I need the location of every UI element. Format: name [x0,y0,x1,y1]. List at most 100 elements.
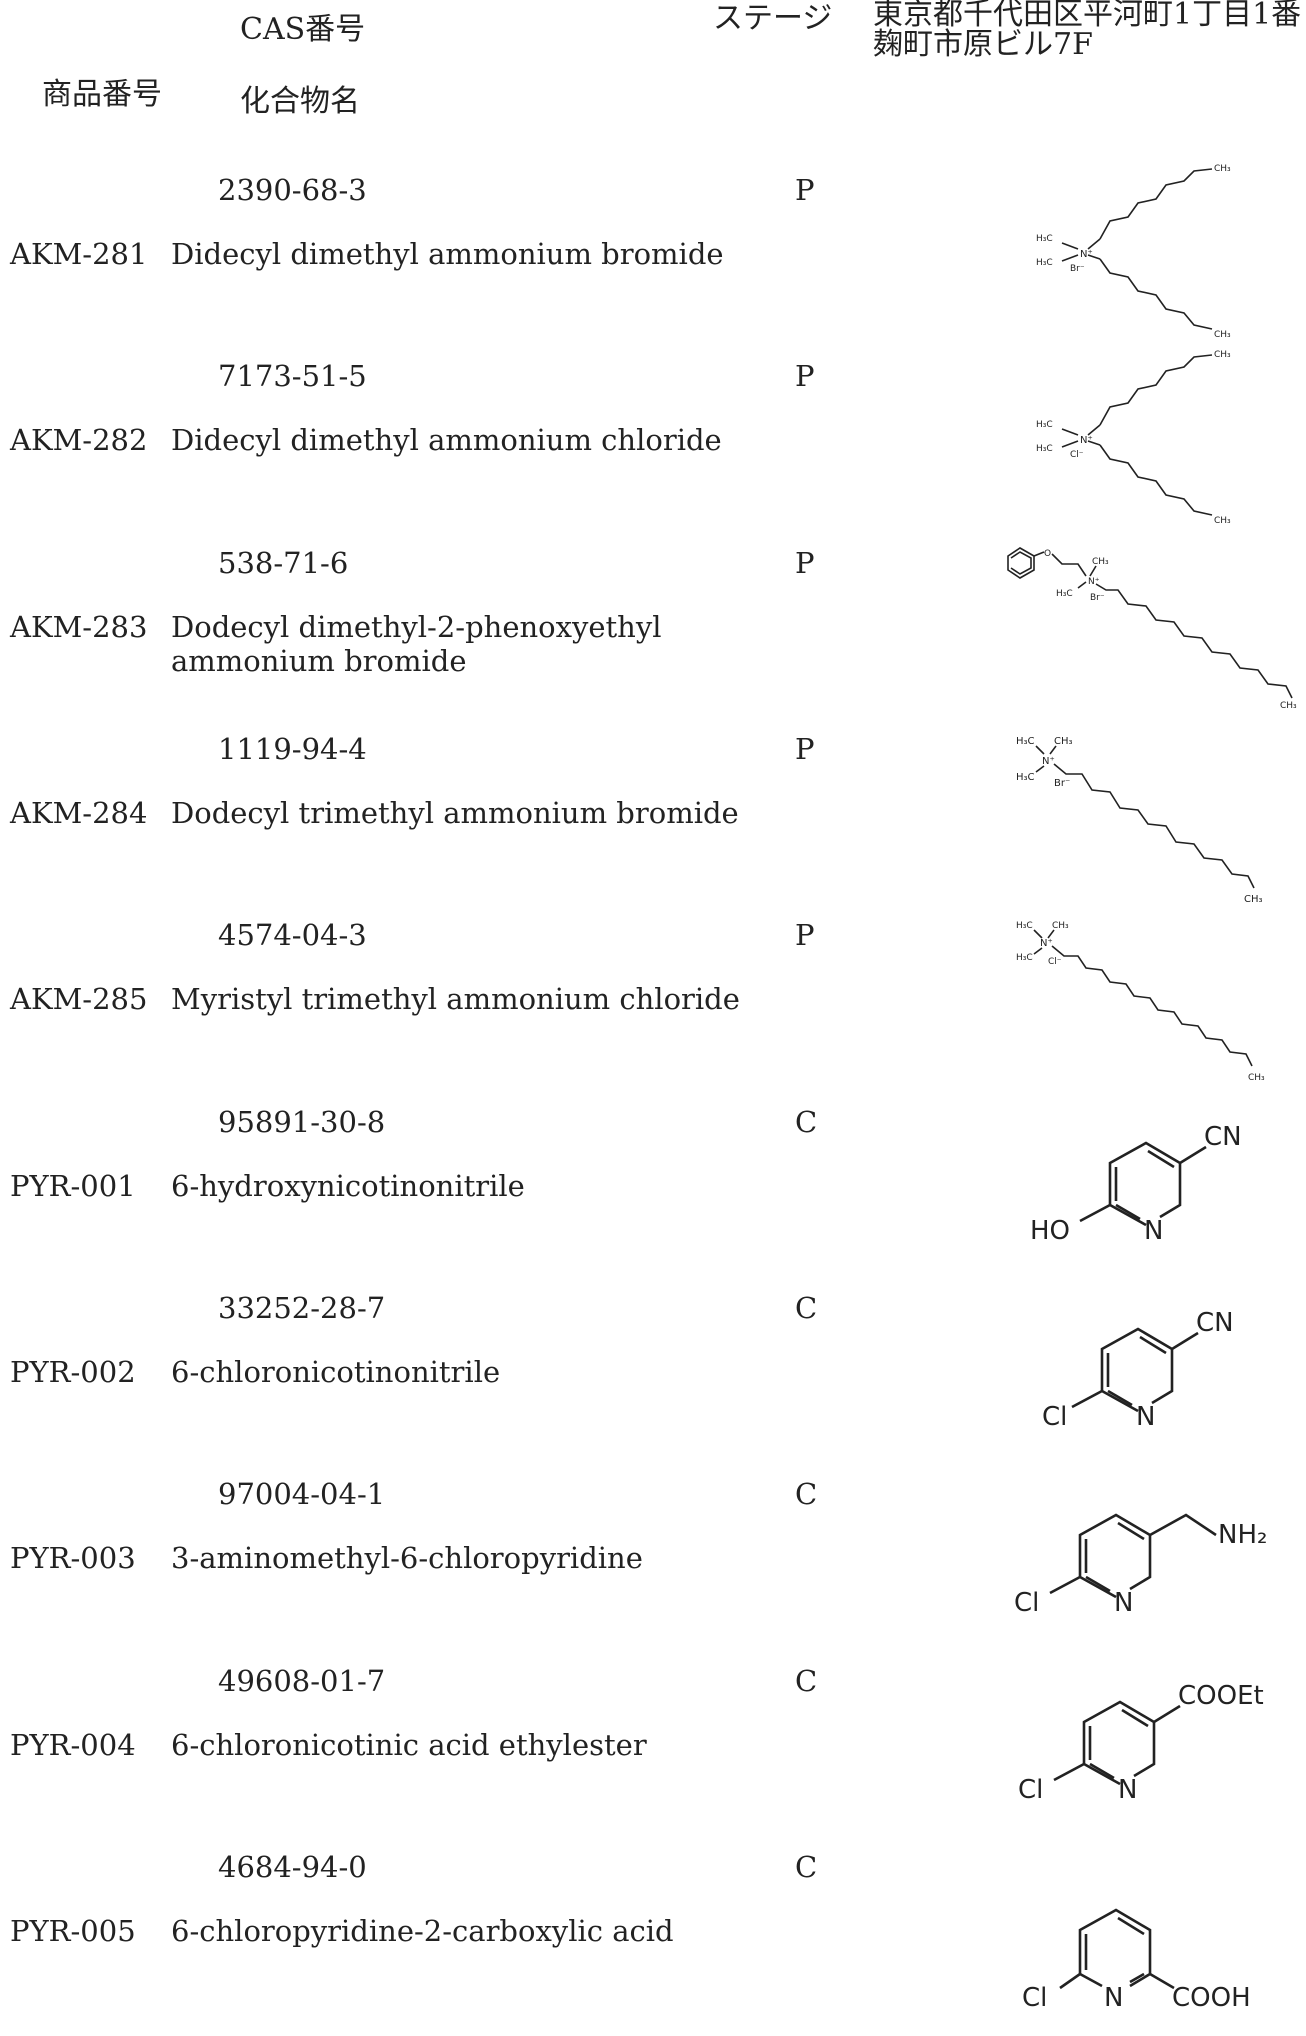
svg-text:Br⁻: Br⁻ [1070,264,1085,274]
product-code: PYR-003 [10,1541,136,1575]
compound-name: Dodecyl dimethyl-2-phenoxyethyl ammonium… [171,610,662,678]
svg-text:Cl: Cl [1022,1983,1047,2013]
svg-text:CN: CN [1204,1122,1242,1152]
structure-image-myristyl-trimethyl-chloride: H₃C CH₃ H₃C N⁺ Cl⁻ CH₃ [1016,921,1265,1083]
svg-text:CH₃: CH₃ [1214,330,1231,340]
code-column-header: 商品番号 [42,77,162,112]
svg-text:Br⁻: Br⁻ [1054,778,1070,789]
stage-value: P [795,173,815,207]
svg-text:CH₃: CH₃ [1214,350,1231,360]
svg-text:CH₃: CH₃ [1054,736,1073,747]
table-row: 4574-04-3 P AKM-285 Myristyl trimethyl a… [0,918,1306,1104]
svg-text:H₃C: H₃C [1036,444,1053,454]
svg-text:HO: HO [1030,1216,1070,1246]
product-code: AKM-282 [10,423,148,457]
svg-text:Cl: Cl [1018,1775,1043,1805]
stage-value: C [795,1477,818,1511]
stage-value: P [795,546,815,580]
cas-number: 97004-04-1 [218,1477,386,1511]
compound-name: Didecyl dimethyl ammonium bromide [171,237,724,271]
cas-number: 95891-30-8 [218,1105,386,1139]
cas-number: 538-71-6 [218,546,349,580]
structure-image-didecyl-bromide: N⁺ H₃C H₃C Br⁻ CH₃ CH₃ [1036,164,1231,340]
svg-text:Cl: Cl [1042,1402,1067,1432]
svg-text:CH₃: CH₃ [1214,164,1231,174]
structure-image-dodecyl-trimethyl-bromide: H₃C CH₃ H₃C N⁺ Br⁻ CH₃ [1016,736,1263,905]
product-code: PYR-004 [10,1728,136,1762]
svg-text:Cl⁻: Cl⁻ [1070,450,1084,460]
svg-text:Cl: Cl [1014,1588,1039,1618]
cas-number: 4684-94-0 [218,1850,367,1884]
table-row: 2390-68-3 P AKM-281 Didecyl dimethyl amm… [0,164,1306,359]
svg-text:CH₃: CH₃ [1244,894,1263,905]
svg-text:CH₃: CH₃ [1280,701,1297,711]
svg-text:H₃C: H₃C [1016,736,1035,747]
structure-image-chloronicotinonitrile: CN Cl N [1042,1308,1234,1432]
cas-number: 49608-01-7 [218,1664,386,1698]
stage-value: C [795,1291,818,1325]
cas-number: 1119-94-4 [218,732,367,766]
stage-column-header: ステージ [713,1,833,36]
stage-value: C [795,1850,818,1884]
product-code: AKM-284 [10,796,148,830]
structure-image-chloronicotinic-ethylester: COOEt Cl N [1018,1681,1264,1805]
svg-text:COOH: COOH [1172,1983,1251,2013]
stage-value: P [795,918,815,952]
svg-text:COOEt: COOEt [1178,1681,1264,1711]
svg-text:N: N [1104,1983,1123,2013]
structure-image-didecyl-chloride: N⁺ H₃C H₃C Cl⁻ CH₃ CH₃ [1036,350,1231,526]
compound-name: 6-chloronicotinonitrile [171,1355,501,1389]
svg-text:N: N [1114,1588,1133,1618]
compound-name: 3-aminomethyl-6-chloropyridine [171,1541,643,1575]
table-row: 95891-30-8 C PYR-001 6-hydroxynicotinoni… [0,1105,1306,1291]
table-row: 33252-28-7 C PYR-002 6-chloronicotinonit… [0,1291,1306,1477]
svg-text:CN: CN [1196,1308,1234,1338]
cas-column-header: CAS番号 [240,12,366,47]
svg-text:H₃C: H₃C [1036,420,1053,430]
product-code: AKM-283 [10,610,148,644]
compound-name: 6-hydroxynicotinonitrile [171,1169,525,1203]
svg-text:N: N [1118,1775,1137,1805]
company-address: 東京都千代田区平河町1丁目1番 麹町市原ビル7F [873,0,1302,60]
svg-text:CH₃: CH₃ [1092,557,1109,567]
table-row: 7173-51-5 P AKM-282 Didecyl dimethyl amm… [0,350,1306,545]
svg-text:N: N [1144,1216,1163,1246]
structure-image-aminomethyl-chloropyridine: NH₂ Cl N [1014,1513,1267,1618]
cas-number: 7173-51-5 [218,359,367,393]
compound-name: Didecyl dimethyl ammonium chloride [171,423,722,457]
svg-text:H₃C: H₃C [1016,953,1033,963]
svg-text:NH₂: NH₂ [1218,1520,1267,1550]
svg-text:CH₃: CH₃ [1214,516,1231,526]
table-row: 97004-04-1 C PYR-003 3-aminomethyl-6-chl… [0,1477,1306,1663]
svg-text:H₃C: H₃C [1036,234,1053,244]
svg-text:CH₃: CH₃ [1248,1073,1265,1083]
structure-image-chloropyridine-carboxylic-acid: COOH Cl N [1022,1908,1251,2013]
svg-text:N⁺: N⁺ [1080,435,1093,446]
svg-text:Br⁻: Br⁻ [1090,593,1105,603]
compound-name: 6-chloronicotinic acid ethylester [171,1728,647,1762]
product-code: PYR-005 [10,1914,136,1948]
table-row: 1119-94-4 P AKM-284 Dodecyl trimethyl am… [0,732,1306,918]
stage-value: C [795,1105,818,1139]
cas-number: 4574-04-3 [218,918,367,952]
table-row: 538-71-6 P AKM-283 Dodecyl dimethyl-2-ph… [0,546,1306,732]
stage-value: P [795,359,815,393]
table-row: 49608-01-7 C PYR-004 6-chloronicotinic a… [0,1664,1306,1850]
svg-text:H₃C: H₃C [1016,921,1033,931]
stage-value: P [795,732,815,766]
product-code: PYR-002 [10,1355,136,1389]
svg-text:H₃C: H₃C [1016,772,1035,783]
compound-name: 6-chloropyridine-2-carboxylic acid [171,1914,674,1948]
product-code: PYR-001 [10,1169,136,1203]
svg-text:Cl⁻: Cl⁻ [1048,957,1062,967]
svg-text:CH₃: CH₃ [1052,921,1069,931]
stage-value: C [795,1664,818,1698]
svg-text:N: N [1136,1402,1155,1432]
svg-text:O: O [1044,549,1051,559]
compound-name: Dodecyl trimethyl ammonium bromide [171,796,739,830]
svg-text:H₃C: H₃C [1036,258,1053,268]
compound-name: Myristyl trimethyl ammonium chloride [171,982,740,1016]
structure-image-phenoxyethyl-bromide: O N⁺ CH₃ H₃C Br⁻ CH₃ [1007,547,1297,711]
structure-image-hydroxynicotinonitrile: CN HO N [1030,1122,1242,1246]
name-column-header: 化合物名 [240,84,360,119]
